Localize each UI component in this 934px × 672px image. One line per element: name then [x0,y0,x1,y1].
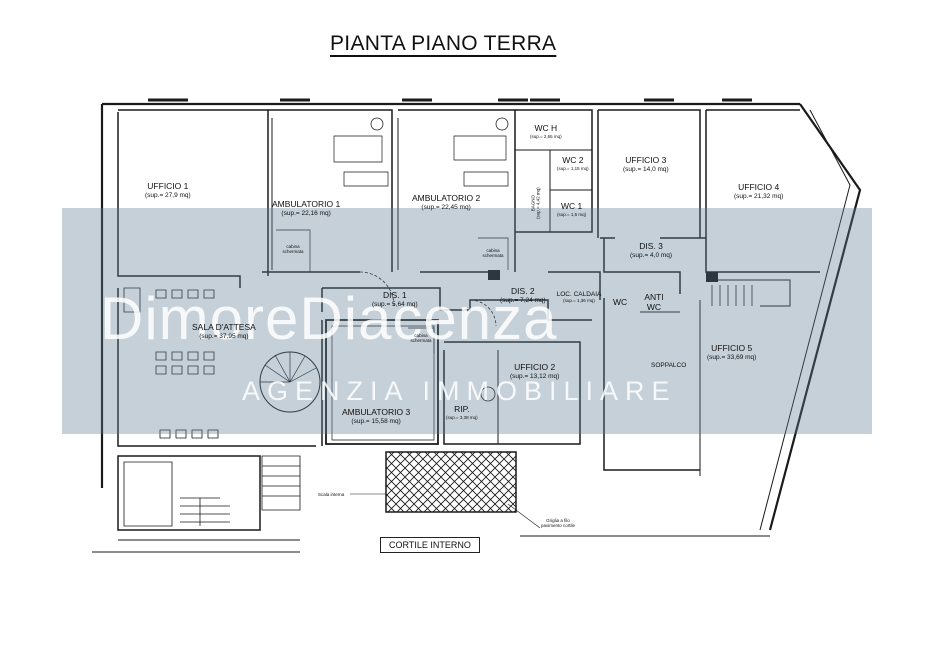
room-anti-wc: ANTI WC [644,292,664,312]
watermark-name: DimoreDiacenza [100,285,558,352]
plan-title: PIANTA PIANO TERRA [330,32,557,55]
note-scala-interna: Scala interna [318,492,345,497]
room-dis2: DIS. 2(sup.= 7,24 mq) [500,286,546,304]
room-ufficio2: UFFICIO 2(sup.= 13,12 mq) [510,362,560,380]
room-ambulatorio2: AMBULATORIO 2(sup.= 22,45 mq) [412,193,481,211]
note-griglia: Griglia a filo pavimento cortile [540,518,576,529]
watermark-band [62,208,872,434]
room-wc: WC [613,297,628,307]
cabina-label-3: cabina schermata [410,333,432,344]
outer-wall-diagonal [768,103,862,531]
room-rip: RIP.(sup.= 3,38 mq) [446,404,478,420]
room-dis3: DIS. 3(sup.= 4,0 mq) [630,241,673,259]
room-sala-attesa: SALA D'ATTESA(sup.= 37,95 mq) [192,322,256,340]
cabina-label-2: cabina schermata [482,248,504,259]
room-wc1: WC 1(sup.= 1,5 mq) [557,201,587,217]
room-ufficio1: UFFICIO 1(sup.= 27,9 mq) [145,181,191,199]
cabina-label-1: cabina schermata [282,244,304,255]
room-soppalco: SOPPALCO [651,362,687,369]
room-ambulatorio3: AMBULATORIO 3(sup.= 15,58 mq) [342,407,411,425]
room-ambulatorio1: AMBULATORIO 1(sup.= 22,16 mq) [272,199,341,217]
room-loc-caldaia: LOC. CALDAIA(sup.= 1,36 mq) [556,291,602,304]
room-wch: WC H(sup.= 2,65 mq) [530,123,562,139]
room-wc2: WC 2(sup.= 1,15 mq) [557,155,589,171]
room-ufficio4: UFFICIO 4(sup.= 21,32 mq) [734,182,784,200]
room-ufficio3: UFFICIO 3(sup.= 14,0 mq) [623,155,669,173]
courtyard-label: CORTILE INTERNO [380,537,480,553]
room-dis1: DIS. 1(sup.= 5,64 mq) [372,290,418,308]
room-ufficio5: UFFICIO 5(sup.= 33,69 mq) [707,343,757,361]
room-bagno: BAGNO(sup.= 4,42 mq) [530,187,541,219]
watermark-tagline: AGENZIA IMMOBILIARE [242,376,677,406]
